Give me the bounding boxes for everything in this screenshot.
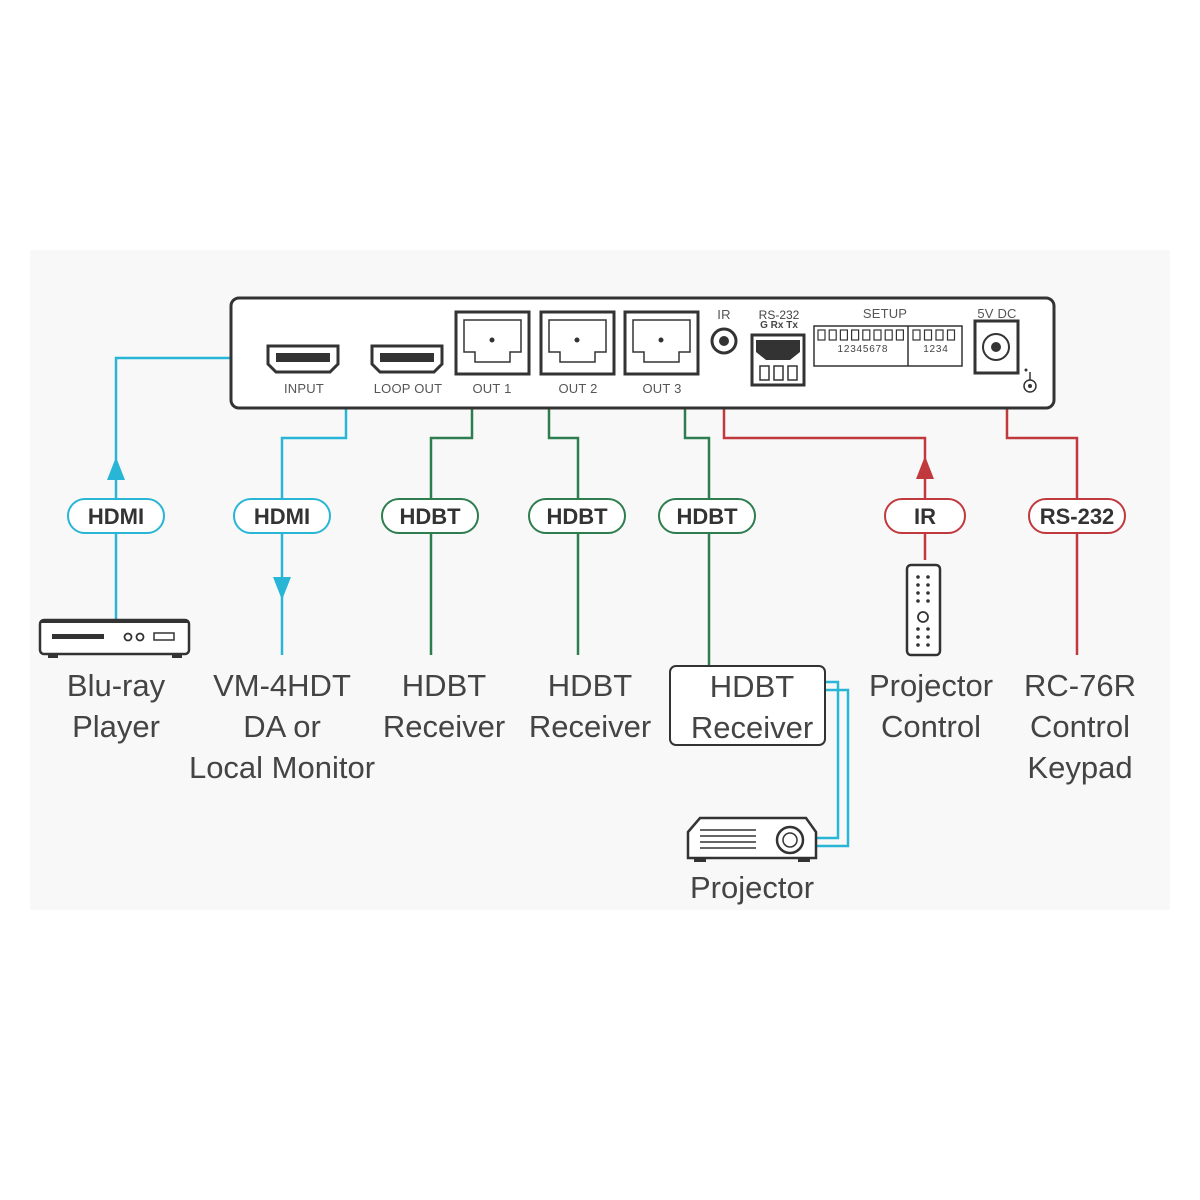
receiver3-label-line1: HDBT xyxy=(709,669,795,704)
dip-switch xyxy=(884,329,893,341)
monitor-label-line2: DA or xyxy=(243,709,321,744)
dip-switch xyxy=(873,329,882,341)
keypad-label-line3: Keypad xyxy=(1027,750,1133,785)
out3-port-label: OUT 3 xyxy=(642,381,682,396)
hdmi-loopout-arrow xyxy=(273,577,291,600)
setup-left-numbers: 1 2 3 4 5 6 7 8 xyxy=(837,344,888,355)
hdbt1-badge: HDBT xyxy=(381,498,479,534)
receiver2-label: HDBT Receiver xyxy=(520,665,660,747)
dip-switch xyxy=(839,329,849,341)
hdmi-input-arrow xyxy=(107,457,125,480)
monitor-label-line3: Local Monitor xyxy=(188,750,376,785)
receiver1-label: HDBT Receiver xyxy=(374,665,514,747)
remote-button xyxy=(926,643,930,647)
hdmi-input-port xyxy=(266,344,340,374)
rs232-terminal xyxy=(750,333,806,387)
projector-link-line-a xyxy=(816,680,840,840)
power-port-label: 5V DC xyxy=(977,306,1017,321)
keypad-label: RC-76R Control Keypad xyxy=(1010,665,1150,788)
projector-icon xyxy=(686,816,818,862)
remote-button xyxy=(916,635,920,639)
projector-link-line-b xyxy=(816,688,850,848)
remote-button xyxy=(926,575,930,579)
bluray-player-icon xyxy=(38,618,191,658)
setup-label: SETUP xyxy=(862,306,908,321)
hdmi-loopout-port xyxy=(370,344,444,374)
remote-button xyxy=(916,575,920,579)
out2-port-label: OUT 2 xyxy=(558,381,598,396)
hdbt3-badge: HDBT xyxy=(658,498,756,534)
dip-switch xyxy=(850,329,860,341)
remote-button xyxy=(926,591,930,595)
out1-port-label: OUT 1 xyxy=(472,381,512,396)
receiver2-label-line2: Receiver xyxy=(528,709,652,744)
receiver1-label-line2: Receiver xyxy=(382,709,506,744)
dip-switch xyxy=(912,329,921,341)
monitor-label-line1: VM-4HDT xyxy=(213,668,351,703)
ir-jack xyxy=(710,327,738,355)
projector-label-line1: Projector xyxy=(689,870,815,905)
monitor-label: VM-4HDT DA or Local Monitor xyxy=(172,665,392,788)
remote-buttons xyxy=(916,575,930,647)
setup-right-numbers: 1 2 3 4 xyxy=(923,344,948,355)
loopout-port-label: LOOP OUT xyxy=(373,381,443,396)
remote-control-icon xyxy=(905,563,942,657)
remote-button xyxy=(926,599,930,603)
dip-switch xyxy=(923,329,933,341)
projector-control-label-line2: Control xyxy=(881,709,981,744)
remote-button xyxy=(916,583,920,587)
bluray-label-line1: Blu-ray xyxy=(66,668,166,703)
receiver3-box xyxy=(669,665,826,746)
dip-switch xyxy=(828,329,837,341)
dip-switch xyxy=(895,329,905,341)
rj45-out3-port xyxy=(623,310,700,376)
dip-switch xyxy=(817,329,826,341)
projector-control-label-line1: Projector xyxy=(868,668,994,703)
setup-dip-switches xyxy=(813,325,963,367)
keypad-label-line1: RC-76R xyxy=(1024,668,1136,703)
setup-dip-ticks xyxy=(817,329,956,341)
hdmi-input-badge: HDMI xyxy=(67,498,165,534)
bluray-label-line2: Player xyxy=(72,709,160,744)
receiver3-label: HDBT Receiver xyxy=(677,666,827,748)
input-port-label: INPUT xyxy=(284,381,324,396)
remote-button xyxy=(916,599,920,603)
ir-arrow xyxy=(916,456,934,479)
keypad-label-line2: Control xyxy=(1030,709,1130,744)
remote-button xyxy=(916,627,920,631)
dip-switch xyxy=(862,329,871,341)
receiver2-label-line1: HDBT xyxy=(547,668,633,703)
rs232-port-label: RS-232 xyxy=(758,308,800,322)
ir-port-label: IR xyxy=(717,307,731,322)
receiver1-label-line1: HDBT xyxy=(401,668,487,703)
power-jack xyxy=(973,319,1020,375)
remote-button xyxy=(926,583,930,587)
rj45-out2-port xyxy=(539,310,616,376)
dip-switch xyxy=(946,329,956,341)
hdmi-output-badge: HDMI xyxy=(233,498,331,534)
remote-button xyxy=(916,591,920,595)
rs232-badge: RS-232 xyxy=(1028,498,1126,534)
rj45-out1-port xyxy=(454,310,531,376)
remote-button xyxy=(926,635,930,639)
ir-badge: IR xyxy=(884,498,966,534)
projector-control-label: Projector Control xyxy=(852,665,1010,747)
hdbt2-badge: HDBT xyxy=(528,498,626,534)
remote-button xyxy=(916,643,920,647)
rs232-pin-labels: G Rx Tx xyxy=(760,320,798,331)
projector-label: Projector xyxy=(672,867,832,908)
bluray-label: Blu-ray Player xyxy=(36,665,196,747)
receiver3-label-line2: Receiver xyxy=(690,710,814,745)
remote-button xyxy=(926,627,930,631)
dip-switch xyxy=(935,329,944,341)
ground-icon xyxy=(1023,368,1037,393)
